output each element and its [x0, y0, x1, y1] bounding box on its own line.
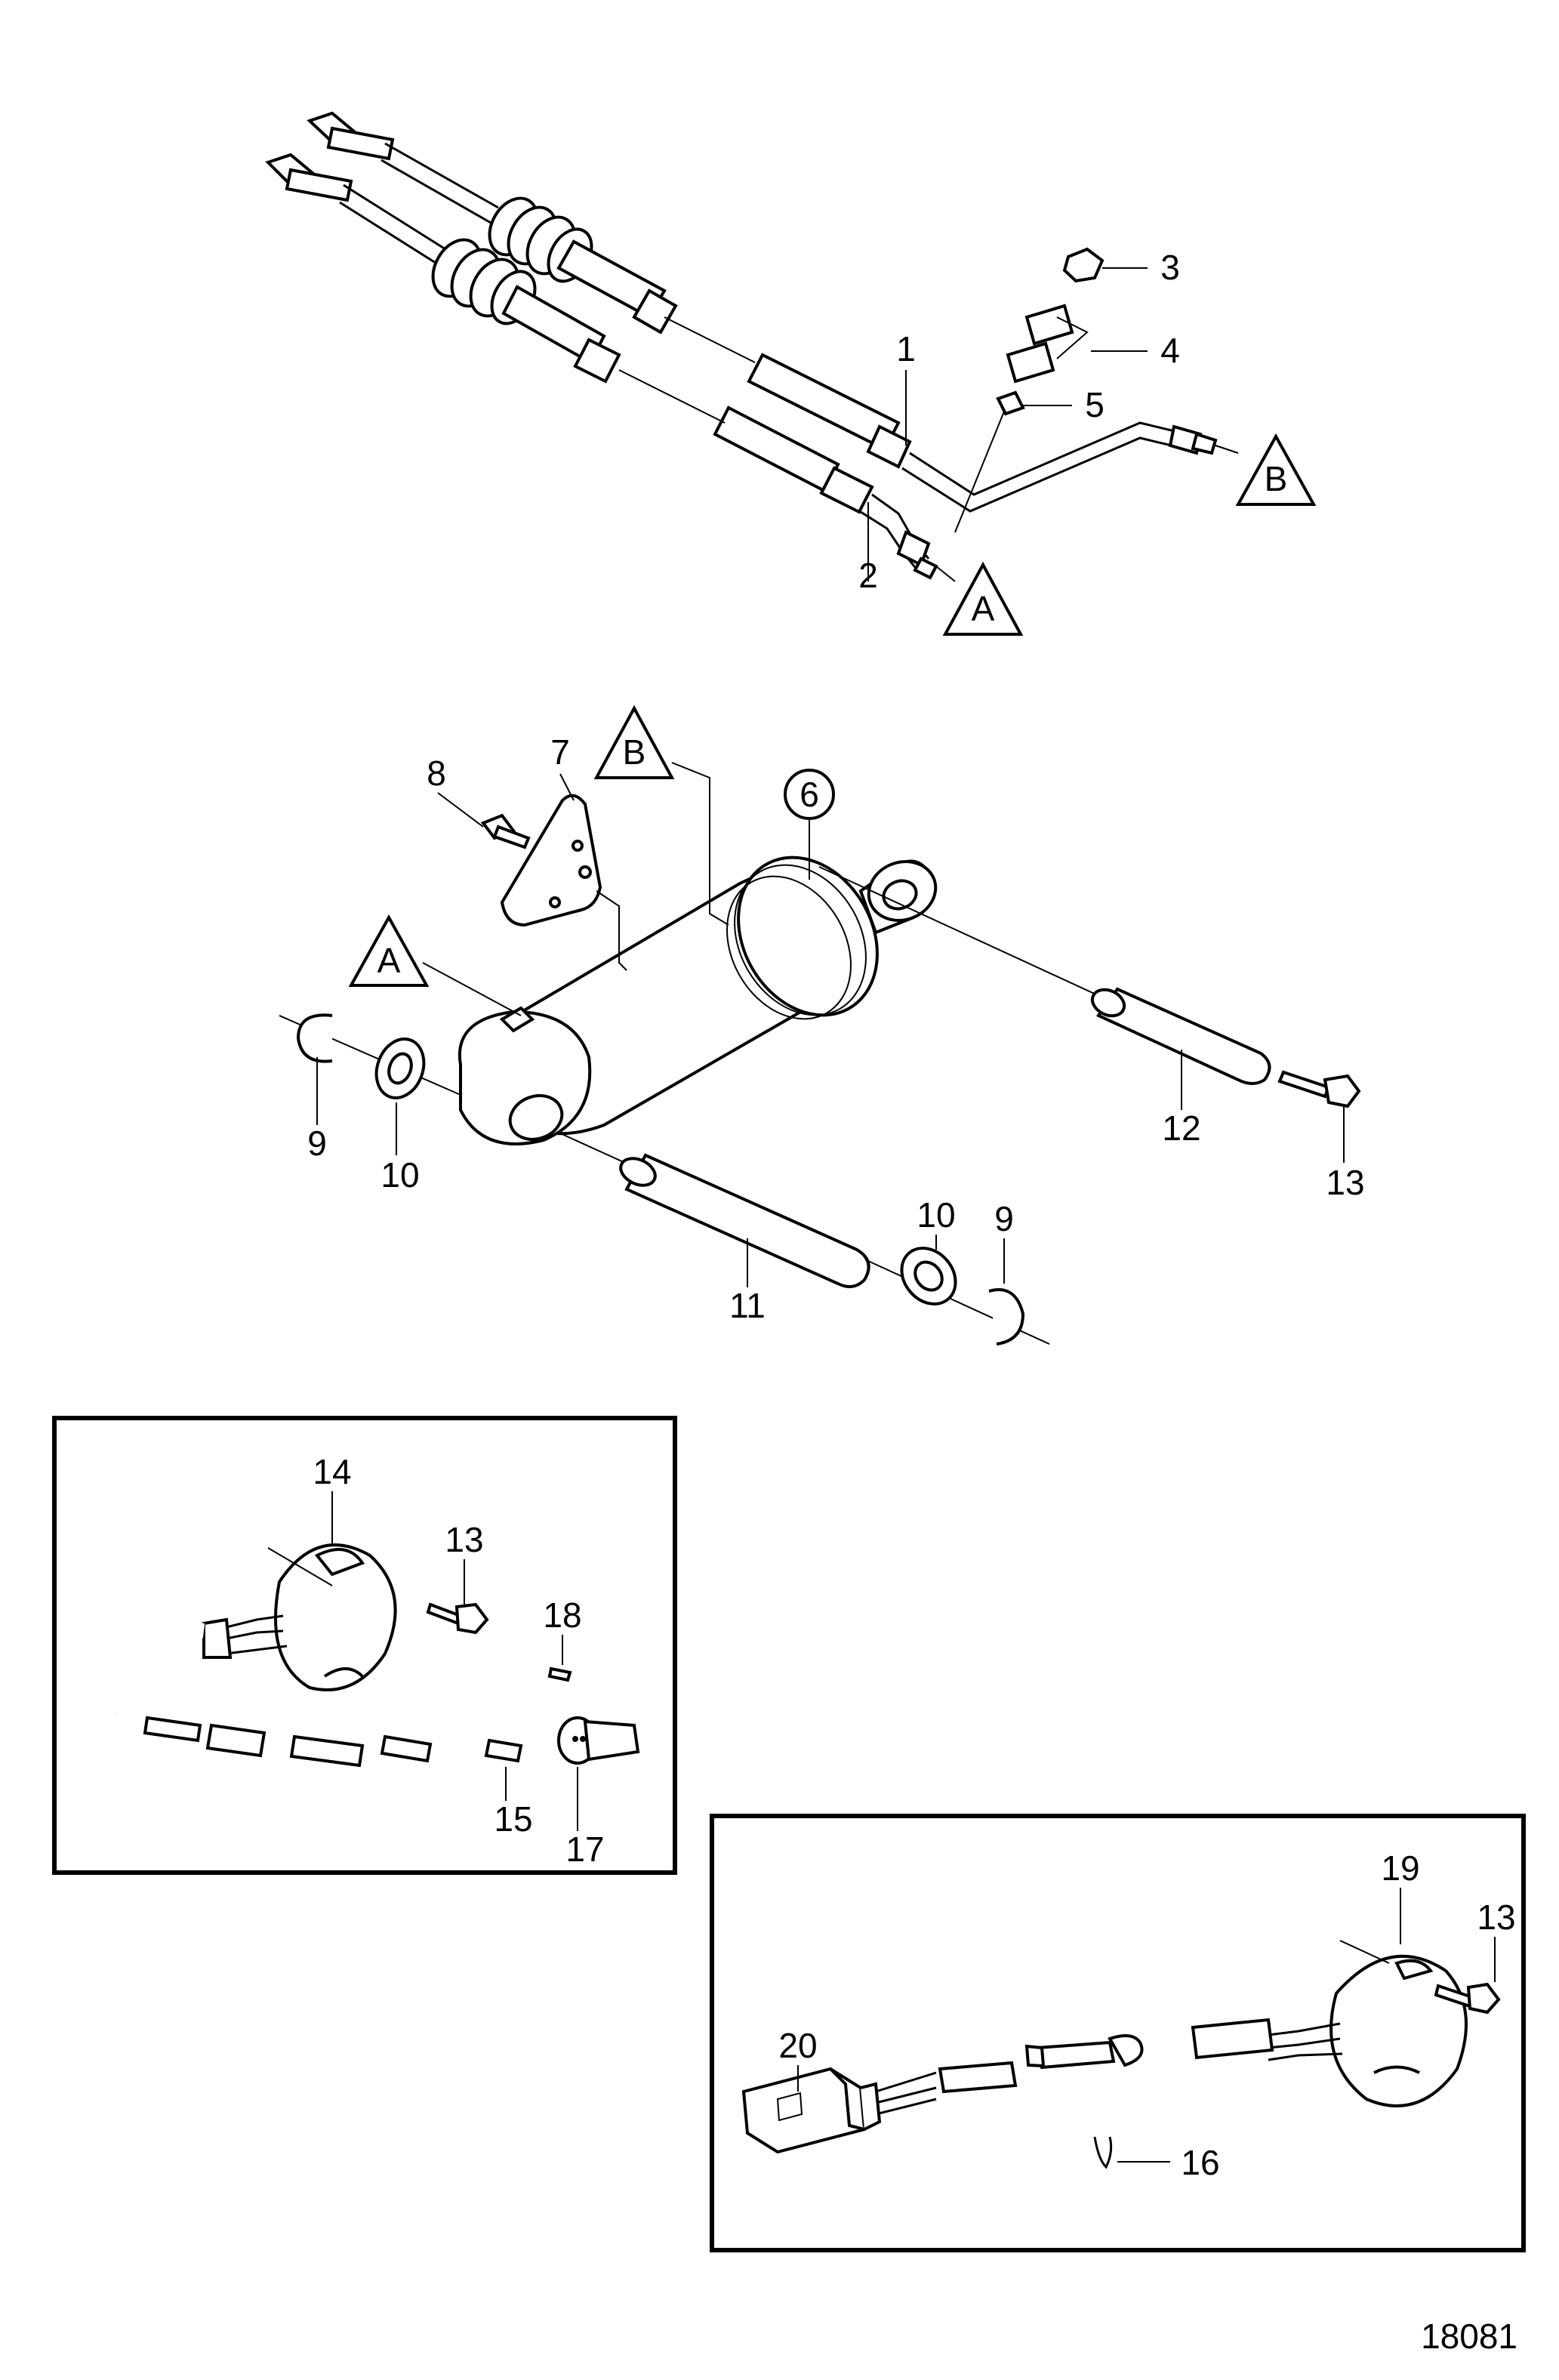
- pin-short: [1090, 987, 1271, 1085]
- bolt-13-inset1: [426, 1602, 489, 1635]
- callout-15: 15: [494, 1799, 532, 1839]
- leaders-top: [867, 267, 1239, 582]
- steering-cylinder: [279, 856, 1118, 1345]
- washer-left: [374, 1037, 426, 1099]
- washer-right: [900, 1247, 957, 1306]
- callout-labels: 1 2 3 4 5 6 7 8 9 10 11 10 9 12 13 14 13…: [307, 248, 1515, 2182]
- callout-1: 1: [896, 329, 916, 368]
- callout-5: 5: [1085, 385, 1105, 424]
- svg-text:A: A: [377, 941, 401, 980]
- sensor-14: [75, 1543, 397, 1722]
- callout-19: 19: [1381, 1848, 1419, 1888]
- ref-marker-a-mid: A: [348, 914, 430, 987]
- callout-8: 8: [427, 754, 446, 793]
- bracket-plate: [480, 762, 729, 971]
- callout-17: 17: [565, 1830, 604, 1869]
- part-15: [484, 1738, 523, 1763]
- callout-16: 16: [1181, 2143, 1219, 2182]
- fitting-group: [954, 247, 1105, 533]
- callout-4: 4: [1160, 331, 1180, 370]
- circlip-right: [988, 1288, 1025, 1346]
- bolt-13-main: [1277, 1070, 1361, 1108]
- part-18: [547, 1666, 572, 1682]
- bolt-13-inset2: [1434, 1982, 1501, 2015]
- connector-20: [741, 2067, 882, 2154]
- callout-2: 2: [858, 556, 878, 595]
- drawing-number: 18081: [1421, 2317, 1517, 2356]
- connector-cable-inset1: [143, 1716, 433, 1768]
- leaders-inset2: [797, 1888, 1496, 2163]
- callout-20: 20: [778, 2026, 817, 2065]
- callout-9-right: 9: [994, 1199, 1014, 1238]
- ref-marker-b-mid: B: [593, 704, 675, 779]
- callout-3: 3: [1160, 248, 1180, 287]
- part-17: [557, 1716, 640, 1765]
- svg-text:B: B: [623, 732, 646, 772]
- connector-cable-inset2: [875, 2034, 1144, 2116]
- hose-assembly-upper: [307, 111, 1218, 513]
- callout-10-right: 10: [917, 1195, 955, 1235]
- part-16: [1093, 2136, 1113, 2169]
- sensor-19: [1191, 1954, 1468, 2107]
- callout-18: 18: [543, 1595, 581, 1635]
- circlip-left: [296, 1013, 333, 1063]
- callout-13-main: 13: [1326, 1163, 1364, 1202]
- ref-marker-b-top: B: [1235, 433, 1317, 506]
- leaders-inset1: [267, 1491, 578, 1831]
- callout-12: 12: [1162, 1108, 1200, 1148]
- callout-10-left: 10: [381, 1155, 419, 1195]
- callout-6-circle: [784, 769, 835, 820]
- inset-box-2: [710, 1814, 1526, 2252]
- svg-text:A: A: [972, 589, 995, 628]
- svg-text:B: B: [1265, 459, 1288, 498]
- leaders-mid: [316, 773, 1345, 1287]
- callout-9-left: 9: [307, 1124, 327, 1163]
- inset-box-1: [52, 1416, 677, 1875]
- ref-marker-a-top: A: [942, 561, 1024, 636]
- callout-7: 7: [550, 732, 570, 772]
- callout-13-inset1: 13: [445, 1520, 483, 1559]
- pin-long: [619, 1153, 870, 1288]
- callout-11: 11: [729, 1286, 766, 1325]
- hose-assembly-lower: [265, 153, 938, 580]
- callout-6: 6: [800, 775, 819, 814]
- callout-13-inset2: 13: [1477, 1898, 1515, 1937]
- callout-14: 14: [313, 1452, 351, 1491]
